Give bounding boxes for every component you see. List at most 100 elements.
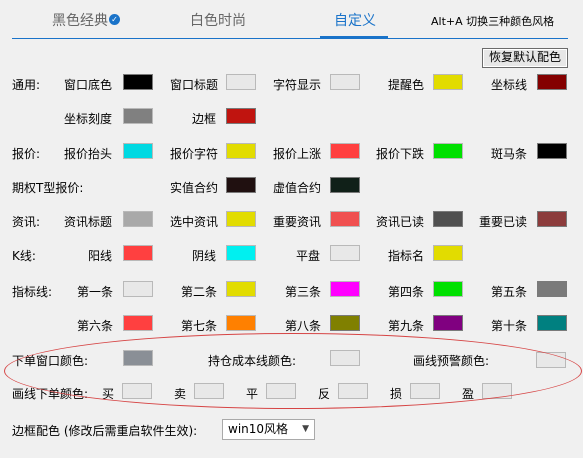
label-yang: 阳线 <box>88 249 113 263</box>
swatch-close[interactable] <box>266 383 296 399</box>
swatch-line10[interactable] <box>537 315 567 331</box>
swatch-info-selected[interactable] <box>226 211 256 227</box>
label-info-read: 资讯已读 <box>376 215 425 229</box>
swatch-line8[interactable] <box>330 315 360 331</box>
swatch-yin[interactable] <box>226 245 256 261</box>
swatch-itm[interactable] <box>226 177 256 193</box>
chevron-down-icon: ▼ <box>302 424 309 434</box>
swatch-take-profit[interactable] <box>482 383 512 399</box>
label-important-read: 重要已读 <box>479 215 528 229</box>
swatch-order-window[interactable] <box>123 350 153 366</box>
label-info-important: 重要资讯 <box>273 215 322 229</box>
label-reminder: 提醒色 <box>388 78 425 92</box>
label-line6: 第六条 <box>77 319 114 333</box>
label-window-bg: 窗口底色 <box>64 78 113 92</box>
label-line2: 第二条 <box>181 285 218 299</box>
swatch-otm[interactable] <box>330 177 360 193</box>
section-label-general: 通用: <box>12 78 41 92</box>
label-border: 边框 <box>192 112 217 126</box>
tab-label: 白色时尚 <box>190 13 246 29</box>
swatch-alert-line[interactable] <box>536 352 566 368</box>
swatch-cost-line[interactable] <box>330 350 360 366</box>
label-info-selected: 选中资讯 <box>170 215 219 229</box>
swatch-line4[interactable] <box>433 281 463 297</box>
section-label-kline: K线: <box>12 249 36 263</box>
label-quote-down: 报价下跌 <box>376 147 425 161</box>
section-label-quote: 报价: <box>12 147 41 161</box>
label-line1: 第一条 <box>77 285 114 299</box>
label-indicator-name: 指标名 <box>388 249 425 263</box>
tab-white-fashion[interactable]: 白色时尚 <box>190 10 246 30</box>
tab-label: 黑色经典 <box>52 13 108 29</box>
label-quote-char: 报价字符 <box>170 147 219 161</box>
swatch-axis-line[interactable] <box>537 74 567 90</box>
swatch-quote-char[interactable] <box>226 143 256 159</box>
swatch-info-read[interactable] <box>433 211 463 227</box>
tab-custom[interactable]: 自定义 <box>334 10 376 30</box>
tab-divider <box>12 38 568 39</box>
label-axis-line: 坐标线 <box>491 78 528 92</box>
swatch-quote-down[interactable] <box>433 143 463 159</box>
label-line9: 第九条 <box>388 319 425 333</box>
label-border-scheme: 边框配色 (修改后需重启软件生效): <box>12 424 198 438</box>
swatch-line6[interactable] <box>123 315 153 331</box>
label-reverse: 反 <box>318 387 331 401</box>
swatch-yang[interactable] <box>123 245 153 261</box>
swatch-window-bg[interactable] <box>123 74 153 90</box>
restore-default-colors-button[interactable]: 恢复默认配色 <box>482 48 568 68</box>
swatch-line3[interactable] <box>330 281 360 297</box>
label-line8: 第八条 <box>285 319 322 333</box>
label-close: 平 <box>246 387 259 401</box>
label-flat: 平盘 <box>296 249 321 263</box>
swatch-axis-scale[interactable] <box>123 108 153 124</box>
label-cost-line: 持仓成本线颜色: <box>208 354 297 368</box>
swatch-reverse[interactable] <box>338 383 368 399</box>
swatch-flat[interactable] <box>330 245 360 261</box>
border-scheme-value: win10风格 <box>228 422 289 436</box>
swatch-stop-loss[interactable] <box>410 383 440 399</box>
check-icon: ✓ <box>109 14 120 25</box>
swatch-line2[interactable] <box>226 281 256 297</box>
label-itm: 实值合约 <box>170 181 219 195</box>
label-yin: 阴线 <box>192 249 217 263</box>
label-otm: 虚值合约 <box>273 181 322 195</box>
tab-label: 自定义 <box>334 13 376 29</box>
border-scheme-select[interactable]: win10风格 ▼ <box>222 419 315 440</box>
swatch-line7[interactable] <box>226 315 256 331</box>
swatch-quote-up[interactable] <box>330 143 360 159</box>
swatch-quote-header[interactable] <box>123 143 153 159</box>
label-line10: 第十条 <box>491 319 528 333</box>
swatch-reminder[interactable] <box>433 74 463 90</box>
swatch-char-display[interactable] <box>330 74 360 90</box>
swatch-important-read[interactable] <box>537 211 567 227</box>
swatch-line1[interactable] <box>123 281 153 297</box>
label-char-display: 字符显示 <box>273 78 322 92</box>
label-quote-header: 报价抬头 <box>64 147 113 161</box>
swatch-indicator-name[interactable] <box>433 245 463 261</box>
shortcut-hint: Alt+A 切换三种颜色风格 <box>431 15 555 28</box>
swatch-zebra[interactable] <box>537 143 567 159</box>
swatch-info-important[interactable] <box>330 211 360 227</box>
section-label-info: 资讯: <box>12 215 41 229</box>
section-label-indicator-line: 指标线: <box>12 285 53 299</box>
swatch-sell[interactable] <box>194 383 224 399</box>
tab-bar: 黑色经典✓ 白色时尚 自定义 Alt+A 切换三种颜色风格 <box>0 0 583 40</box>
label-line3: 第三条 <box>285 285 322 299</box>
label-quote-up: 报价上涨 <box>273 147 322 161</box>
label-window-title: 窗口标题 <box>170 78 219 92</box>
label-order-window: 下单窗口颜色: <box>12 354 89 368</box>
swatch-buy[interactable] <box>122 383 152 399</box>
label-info-title: 资讯标题 <box>64 215 113 229</box>
swatch-info-title[interactable] <box>123 211 153 227</box>
swatch-border[interactable] <box>226 108 256 124</box>
swatch-window-title[interactable] <box>226 74 256 90</box>
label-line5: 第五条 <box>491 285 528 299</box>
tab-black-classic[interactable]: 黑色经典✓ <box>52 10 120 30</box>
label-alert-line: 画线预警颜色: <box>413 354 490 368</box>
label-buy: 买 <box>102 387 115 401</box>
swatch-line9[interactable] <box>433 315 463 331</box>
label-line4: 第四条 <box>388 285 425 299</box>
label-take-profit: 盈 <box>462 387 475 401</box>
label-line7: 第七条 <box>181 319 218 333</box>
swatch-line5[interactable] <box>537 281 567 297</box>
